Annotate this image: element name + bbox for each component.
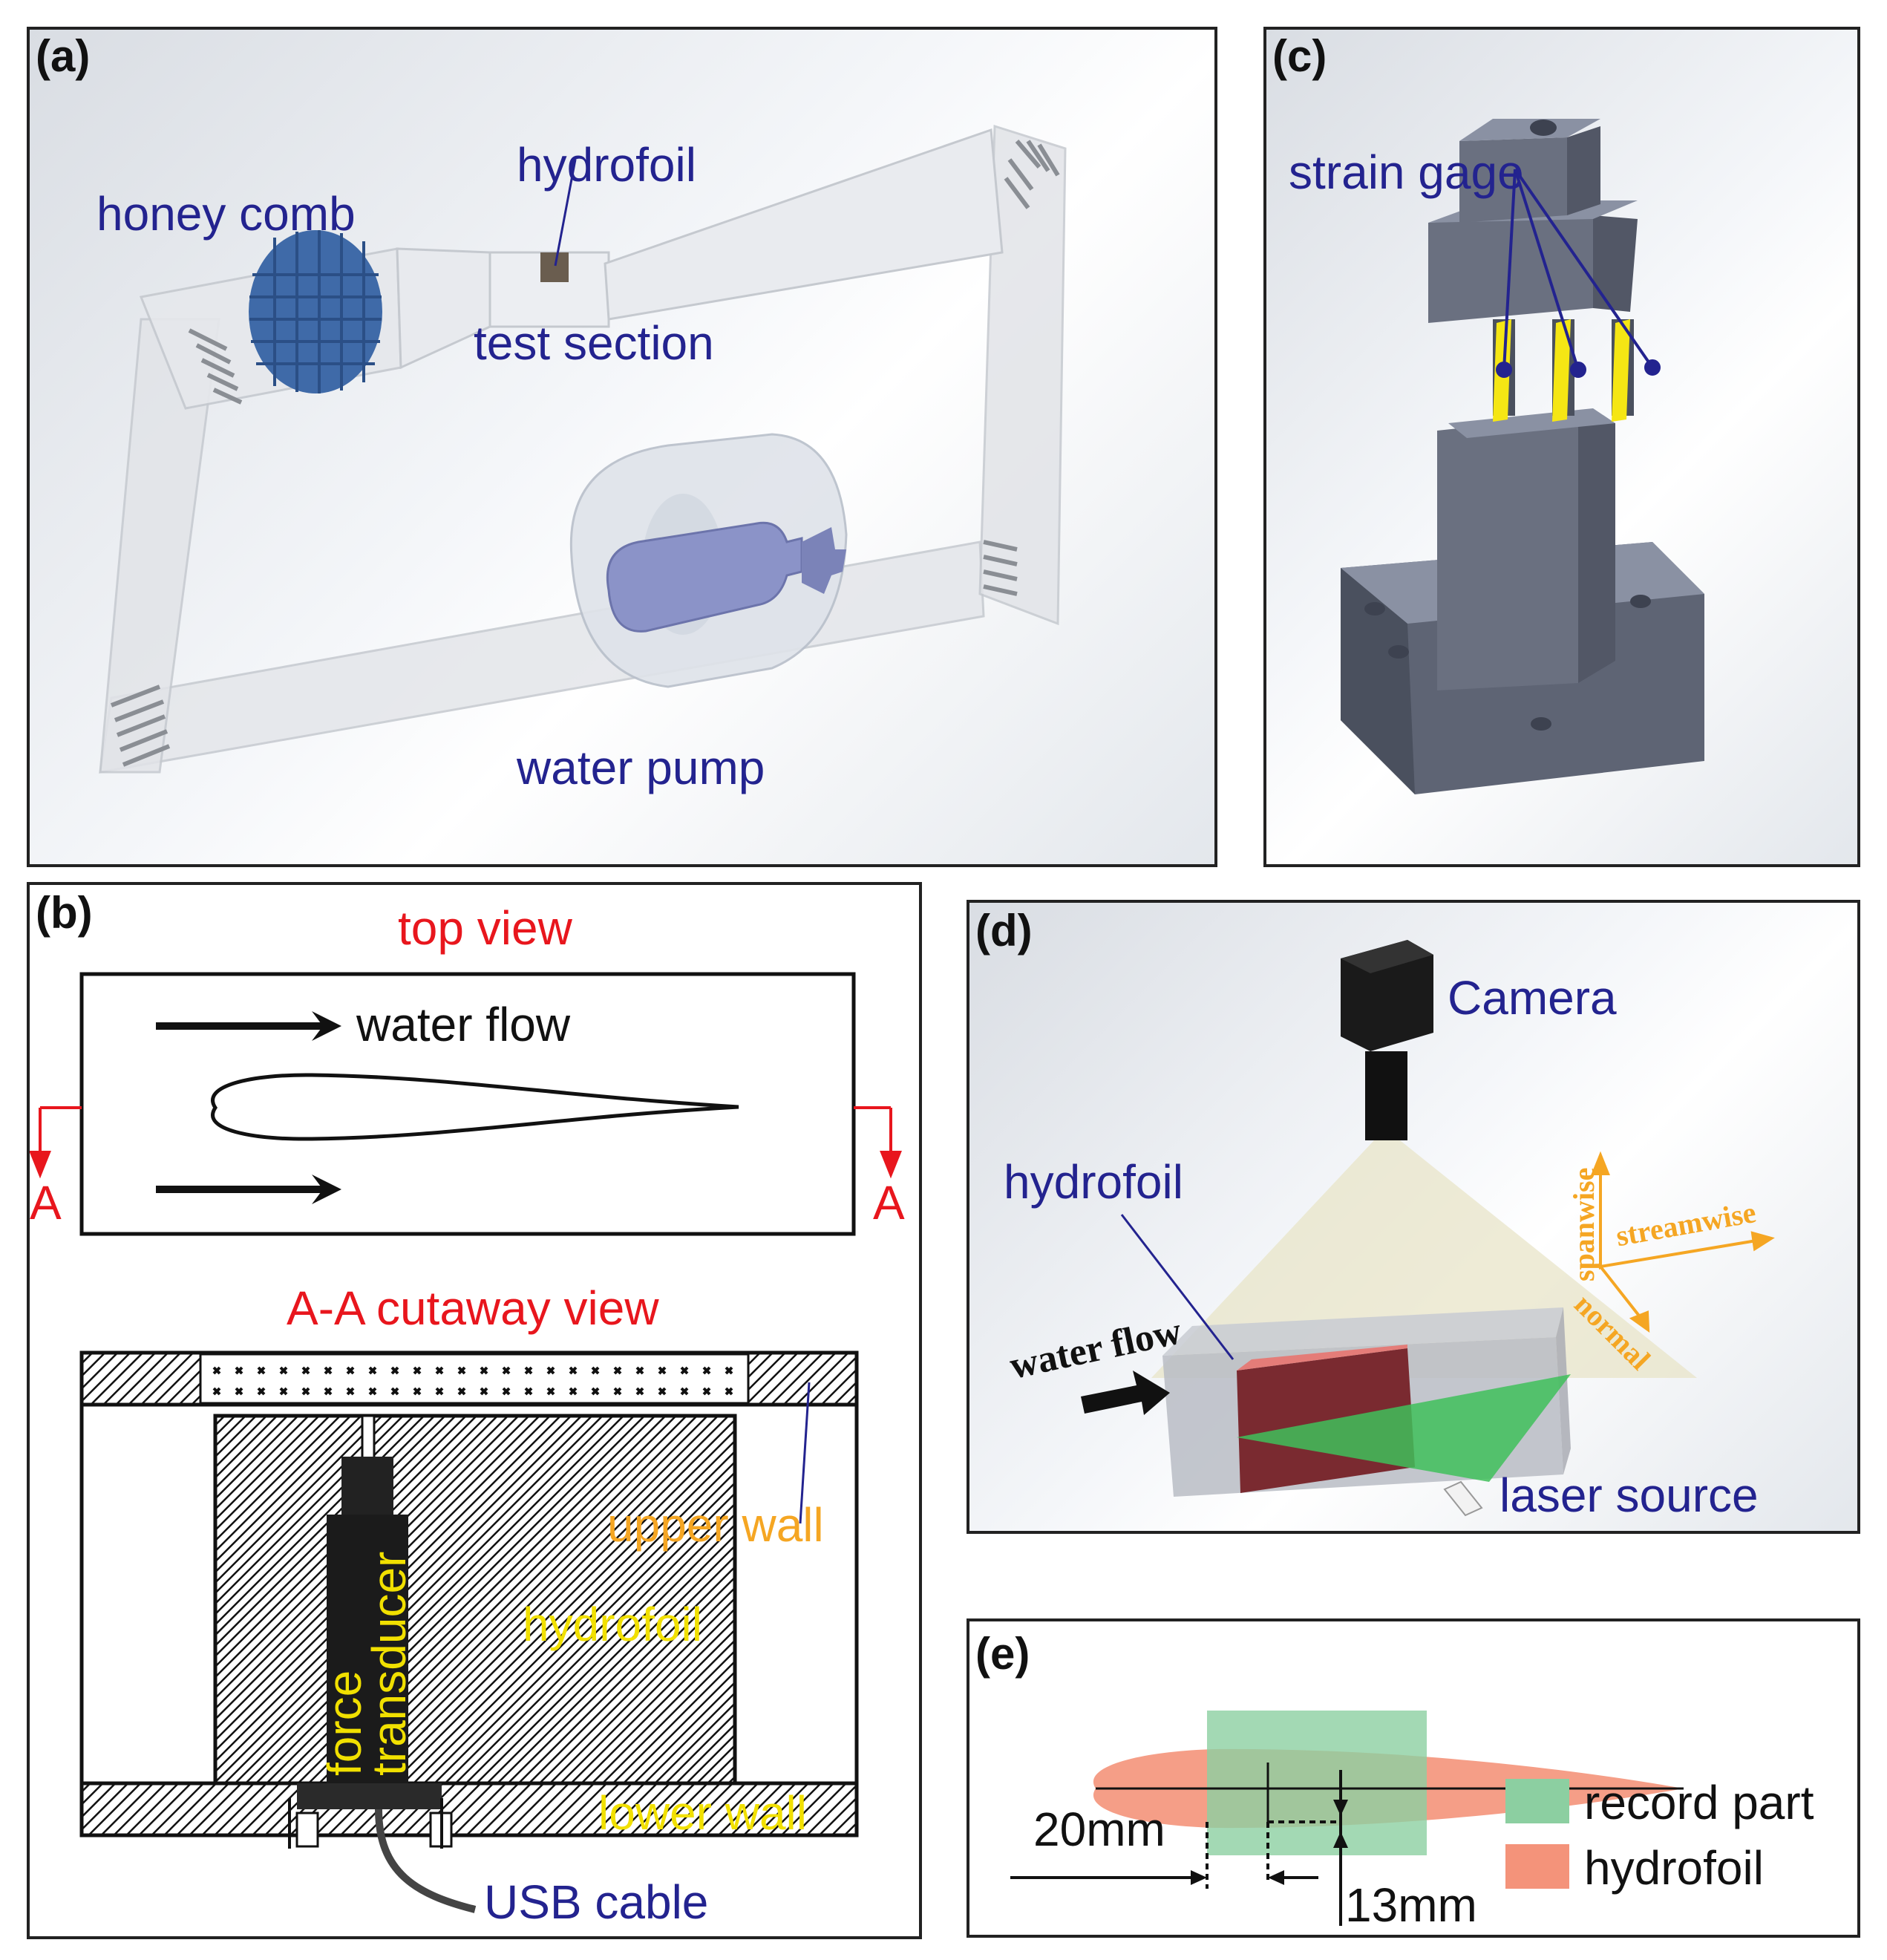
camera-label: Camera	[1448, 971, 1617, 1025]
hydrofoil-label: hydrofoil	[517, 138, 696, 192]
transducer-label: transducer	[362, 1551, 416, 1776]
camera-lens	[1365, 1051, 1407, 1140]
hydrofoil-profile	[211, 1073, 739, 1141]
force-transducer	[288, 1414, 453, 1849]
upper-wall-label: upper wall	[607, 1498, 824, 1552]
cutaway-hydrofoil	[213, 1414, 737, 1786]
dim-20mm-label: 20mm	[1033, 1803, 1165, 1856]
top-view-box	[79, 972, 856, 1236]
panel-d-label: (d)	[975, 906, 1033, 956]
piv-setup-illustration	[1081, 940, 1775, 1517]
top-view-title: top view	[398, 901, 572, 955]
strain-gage-strips	[1493, 319, 1630, 422]
panel-c-label: (c)	[1272, 31, 1327, 81]
axis-triad	[1591, 1151, 1775, 1333]
section-mark-left: A	[30, 1176, 62, 1229]
pump-housing	[569, 433, 848, 688]
hydrofoil-cutaway-label: hydrofoil	[523, 1598, 702, 1651]
laser-sheet	[1237, 1374, 1571, 1482]
record-part-region	[1207, 1711, 1427, 1855]
honey-comb-label: honey comb	[97, 187, 356, 241]
usb-cable-label: USB cable	[484, 1875, 709, 1929]
usb-cable	[375, 1809, 477, 1913]
corner-vanes-bottom-left	[110, 685, 171, 767]
corner-vanes-bottom-right	[983, 540, 1018, 596]
panel-e: (e) 20mm 13mm record part hydrofoil	[967, 1618, 1860, 1938]
panel-b-label: (b)	[36, 888, 93, 938]
dim-13mm-label: 13mm	[1345, 1878, 1477, 1932]
record-region-schematic	[1010, 1711, 1684, 1926]
section-marks	[30, 1106, 902, 1179]
legend-hydrofoil-swatch	[1505, 1844, 1569, 1889]
d-water-flow-arrow	[1081, 1371, 1170, 1415]
strain-gage-label: strain gage	[1289, 146, 1524, 199]
panel-d: (d) Camera hydrofoil water flow laser so…	[967, 900, 1860, 1534]
honeycomb-element	[249, 230, 382, 393]
corner-vanes-top-right	[1004, 140, 1060, 209]
test-section-label: test section	[474, 316, 714, 370]
panel-e-label: (e)	[975, 1629, 1030, 1679]
force-label: force	[318, 1670, 371, 1776]
d-hydrofoil-label: hydrofoil	[1004, 1155, 1183, 1209]
lower-wall-label: lower wall	[598, 1786, 807, 1840]
cutaway-view-title: A-A cutaway view	[287, 1281, 659, 1335]
section-mark-right: A	[873, 1176, 905, 1229]
water-tunnel-illustration	[99, 124, 1067, 774]
legend-record-part-label: record part	[1584, 1776, 1814, 1829]
panel-a: (a) hydrofoil honey comb test section wa…	[27, 27, 1217, 867]
panel-c: (c) strain gage	[1263, 27, 1860, 867]
panel-b: (b) top view water flow A A A-A cutaway …	[27, 882, 922, 1939]
legend-record-part-swatch	[1505, 1779, 1569, 1823]
water-flow-label: water flow	[356, 998, 571, 1051]
legend-hydrofoil-label: hydrofoil	[1584, 1841, 1764, 1895]
flow-schematic	[30, 972, 902, 1913]
strain-gage-fixture-illustration	[1341, 119, 1704, 794]
corner-vanes-top-left	[188, 328, 243, 405]
water-pump-label: water pump	[517, 741, 765, 794]
test-section-hydrofoil	[540, 252, 569, 282]
panel-a-label: (a)	[36, 31, 91, 81]
spanwise-label: spanwise	[1567, 1167, 1600, 1281]
laser-source-label: laser source	[1500, 1469, 1759, 1522]
strain-gage-pointers	[1496, 168, 1661, 378]
laser-source	[1443, 1480, 1483, 1517]
